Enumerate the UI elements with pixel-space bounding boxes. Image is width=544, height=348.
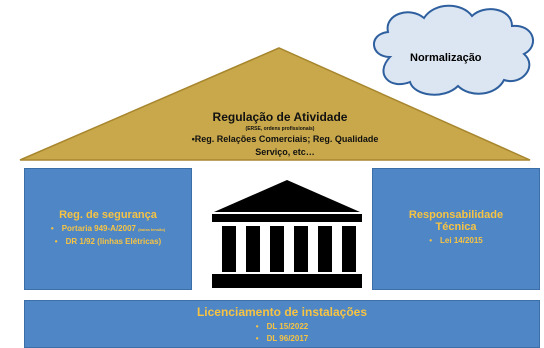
responsabilidade-box: Responsabilidade Técnica •Lei 14/2015 bbox=[372, 168, 540, 290]
seguranca-title: Reg. de segurança bbox=[59, 209, 157, 221]
responsabilidade-title-1: Responsabilidade bbox=[408, 209, 504, 221]
licenciamento-item: •DL 96/2017 bbox=[255, 334, 309, 343]
roof-bullet-line-2: Serviço, etc… bbox=[255, 147, 315, 157]
roof-title: Regulação de Atividade bbox=[212, 110, 348, 124]
cloud-label: Normalização bbox=[410, 52, 482, 64]
licenciamento-item: •DL 15/2022 bbox=[255, 322, 309, 331]
roof-bullet-line-1: •Reg. Relações Comerciais; Reg. Qualidad… bbox=[191, 134, 379, 144]
institution-building-icon bbox=[212, 180, 362, 288]
cloud-icon bbox=[373, 4, 535, 96]
seguranca-item: •Portaria 949-A/2007 (baixa tensão) bbox=[50, 224, 166, 233]
seguranca-box: Reg. de segurança •Portaria 949-A/2007 (… bbox=[24, 168, 192, 290]
roof-subtitle: (ERSE, ordens profissionais) bbox=[245, 126, 315, 132]
responsabilidade-title-2: Técnica bbox=[435, 221, 477, 233]
normalizacao-cloud: Normalização bbox=[362, 2, 544, 102]
licenciamento-box: Licenciamento de instalações •DL 15/2022… bbox=[24, 300, 540, 348]
responsabilidade-item: •Lei 14/2015 bbox=[429, 236, 483, 245]
licenciamento-title: Licenciamento de instalações bbox=[196, 305, 368, 319]
seguranca-item: •DR 1/92 (linhas Elétricas) bbox=[54, 237, 162, 246]
